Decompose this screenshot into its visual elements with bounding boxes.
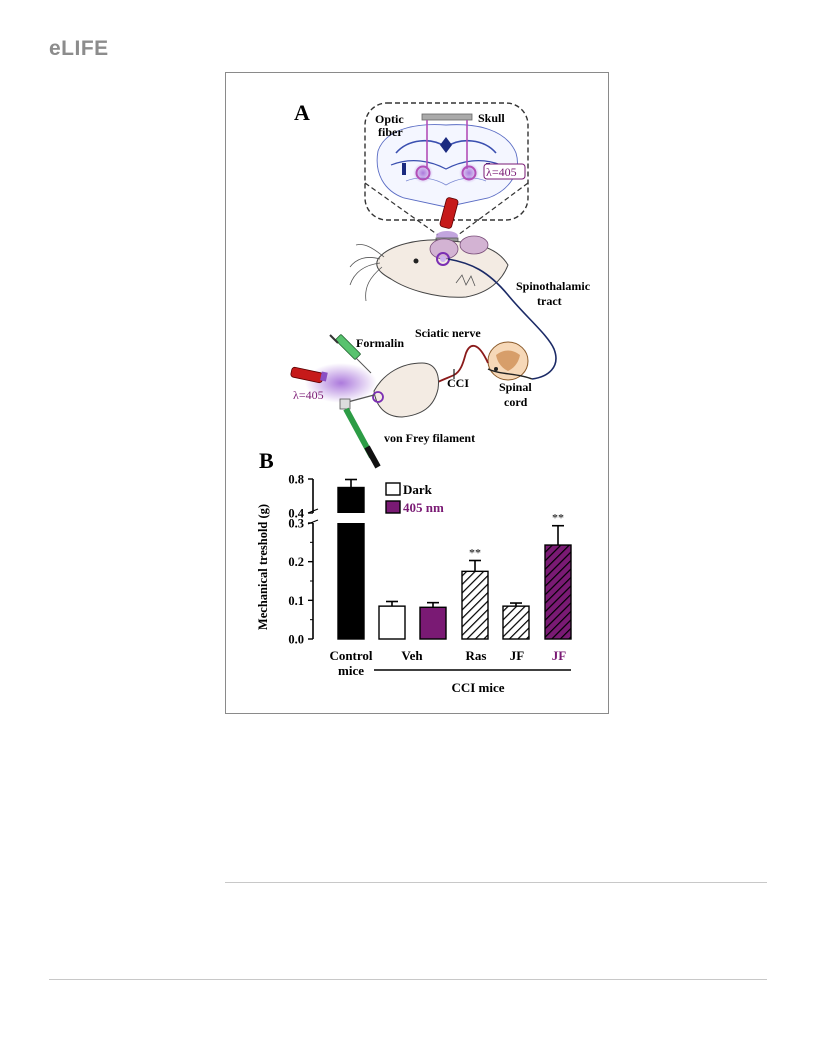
legend-label-dark: Dark [403, 482, 433, 497]
optic-fiber-label-2: fiber [378, 125, 403, 139]
cci-label: CCI [447, 376, 469, 390]
legend-swatch-dark [385, 482, 401, 496]
von-frey-label: von Frey filament [384, 431, 475, 445]
legend-label-405: 405 nm [403, 500, 444, 515]
spinothalamic-label: Spinothalamic [516, 279, 591, 293]
bar-veh-405 [419, 606, 447, 640]
legend-swatch-405 [385, 500, 401, 514]
bar-ras-dark [461, 570, 489, 640]
hindlimb-drawing [373, 362, 439, 418]
x-label-control: Control [329, 648, 372, 663]
spinal-cord-label-2: cord [504, 395, 528, 409]
bar-veh-dark [378, 605, 406, 640]
elife-logo: eLIFE [49, 37, 109, 60]
lambda-brain-label: λ=405 [486, 165, 517, 179]
panel-a-label: A [294, 100, 310, 125]
laser-paw [290, 366, 328, 384]
skull-label: Skull [478, 111, 505, 125]
figure: A Optic fiber Skull λ=405 [225, 72, 609, 714]
paw-stimulation-site [372, 391, 384, 403]
y-tick-label: 0.2 [288, 555, 304, 569]
y-tick-label: 0.0 [288, 633, 304, 647]
x-label-ras: Ras [466, 648, 487, 663]
y-tick-label: 0.8 [288, 473, 304, 487]
mouse-head-drawing [349, 235, 509, 302]
cci-mice-label: CCI mice [451, 680, 504, 695]
y-tick-label: 0.4 [288, 507, 304, 521]
optic-fiber-label: Optic [375, 112, 404, 126]
spinothalamic-tract-line [447, 258, 557, 380]
panel-b-label: B [259, 448, 274, 473]
spinal-cord-drawing [487, 341, 533, 381]
sciatic-nerve-label: Sciatic nerve [415, 326, 481, 340]
bar-control [337, 486, 365, 640]
x-label-veh: Veh [401, 648, 423, 663]
bar-jf-dark [502, 605, 530, 640]
brain-section-inset [364, 102, 529, 221]
y-tick-label: 0.1 [288, 594, 304, 608]
von-frey-filament [339, 394, 381, 469]
x-label-jf-dark: JF [510, 648, 525, 663]
inset-connector-right [457, 182, 529, 236]
bar-jf-405 [544, 544, 572, 640]
bar-break-gap [337, 513, 365, 523]
footer-divider [49, 979, 767, 980]
figure-svg: A Optic fiber Skull λ=405 [256, 100, 591, 695]
significance-marker: ** [552, 511, 564, 525]
lambda-paw-label: λ=405 [293, 388, 324, 402]
formalin-label: Formalin [356, 336, 404, 350]
formalin-syringe [329, 334, 372, 374]
y-tick-label: 0.3 [288, 517, 304, 531]
spinal-cord-label: Spinal [499, 380, 532, 394]
significance-marker: ** [469, 546, 481, 560]
inset-connector-left [364, 182, 439, 236]
y-axis-label: Mechanical treshold (g) [256, 504, 270, 630]
x-label-jf-405: JF [552, 648, 567, 663]
bar-chart: Mechanical treshold (g) 0.0 0.1 0.2 0.30.4 0… [256, 473, 572, 695]
spinothalamic-label-2: tract [537, 294, 562, 308]
section-divider [225, 882, 767, 883]
x-label-control-2: mice [338, 663, 364, 678]
